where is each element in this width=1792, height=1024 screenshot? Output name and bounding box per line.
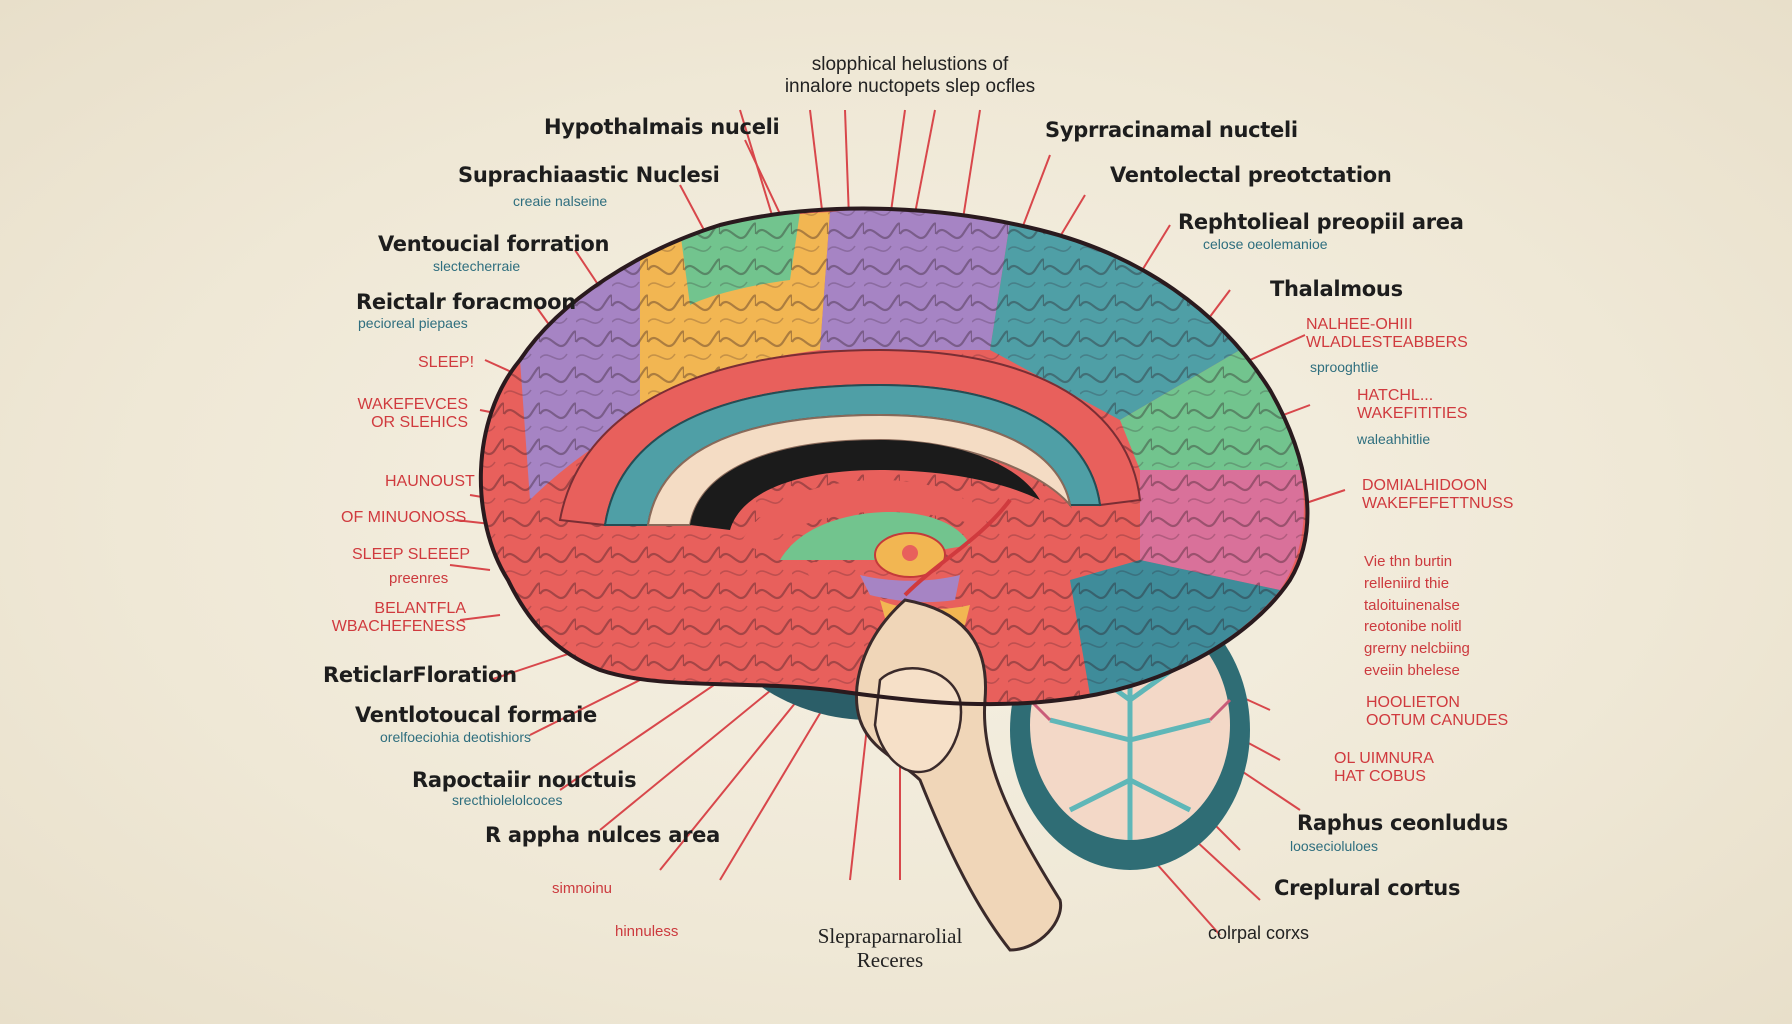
label-thalamus: Thalalmous [1270,277,1403,301]
label-domialhidon: DOMIALHIDOON WAKEFEFETTNUSS [1362,477,1513,514]
label-creplural: Creplural cortus [1274,876,1461,900]
label-wakefulness-line1: WAKEFEVCES [357,396,468,413]
label-sleep-sleep-sub: preenres [389,570,449,587]
label-bottom-line1: Slepraparnarolial [817,924,963,948]
label-paragraph-line5: grerny nelcbiing [1364,640,1470,657]
label-olumnura-line1: OL UIMNURA [1334,750,1434,767]
label-ventolectal: Ventolectal preotctation [1110,163,1392,187]
label-hatchl-line1: HATCHL... [1357,387,1434,404]
label-wakefulness: WAKEFEVCES OR SLEHICS [318,396,468,433]
title-line-2: innalore nuctopets slep ocfles [784,75,1036,97]
diagram-title: slopphical helustions of innalore nuctop… [760,54,1060,98]
label-rapoctair-sub: srecthiolelolcoces [452,792,563,808]
label-belantfa-line2: WBACHEFENESS [331,618,466,636]
label-olumnura: OL UIMNURA HAT COBUS [1334,750,1434,787]
label-reticular-sub: pecioreal piepaes [358,315,468,331]
label-reptholieal-sub: celose oeolemanioe [1203,236,1328,252]
label-rapoctair: Rapoctaiir nouctuis [412,768,637,792]
label-wakefulness-line2: OR SLEHICS [371,414,468,432]
label-nalhee-line2: WLADLESTEABBERS [1306,334,1468,352]
label-suprachiasmatic: Suprachiaastic Nuclesi [458,163,720,187]
label-paragraph-line1: Vie thn burtin [1364,553,1453,570]
label-domialhidon-line1: DOMIALHIDOON [1362,477,1488,494]
label-nalhee-sub: sprooghtlie [1310,359,1379,375]
label-raphus: Raphus ceonludus [1297,811,1508,835]
label-sleep-sleep: SLEEP SLEEEP [352,546,470,563]
label-olumnura-line2: HAT COBUS [1334,768,1426,786]
label-haunoust: HAUNOUST [385,473,475,490]
cerebrum [480,208,1308,705]
label-hoolieton: HOOLIETON OOTUM CANUDES [1366,694,1508,731]
label-hatchl-sub: waleahhitlie [1357,431,1431,447]
label-nalhee: NALHEE-OHIII WLADLESTEABBERS [1306,316,1468,353]
label-simnoinu: simnoinu [552,880,613,897]
label-reptholieal: Rephtolieal preopiil area [1178,210,1464,234]
brain-outline [478,206,1310,707]
label-paragraph: Vie thn burtin relleniird thie taloituin… [1364,551,1470,682]
label-ventrotouval: Ventlotoucal formaie [355,703,597,727]
label-colrpal: colrpal corxs [1208,923,1310,943]
label-belantfa: BELANTFLA WBACHEFENESS [318,600,466,637]
label-ventrotouval-sub: orelfoeciohia deotishiors [380,729,531,745]
label-hypothalamus: Hypothalmais nuceli [544,115,780,139]
label-hoolieton-line1: HOOLIETON [1366,694,1460,711]
label-suprachiasmatic-sub: creaie nalseine [513,193,608,209]
label-paragraph-line3: taloituinenalse [1364,596,1460,614]
label-belantfa-line1: BELANTFLA [374,600,466,617]
label-domialhidon-line2: WAKEFEFETTNUSS [1362,495,1514,513]
title-line-1: slopphical helustions of [811,54,1009,75]
pons [873,667,963,774]
label-bottom: Slepraparnarolial Receres [760,924,1020,972]
label-hinnuless: hinnuless [615,923,679,940]
label-hatchl-line2: WAKEFITITIES [1357,405,1468,423]
label-paragraph-line6: eveiin bhelese [1364,661,1460,679]
fornix-red-vessel [903,498,1012,597]
label-reticular-floration: ReticlarFloration [323,663,517,687]
label-paragraph-line4: reotonibe nolitl [1364,618,1462,636]
label-bottom-line2: Receres [856,948,924,973]
label-supracinamal: Syprracinamal nucteli [1045,118,1298,142]
label-ventrolateral: Ventoucial forration [378,232,610,256]
label-hatchl: HATCHL... WAKEFITITIES [1357,387,1468,424]
label-minuoness: OF MINUONOSS [341,509,467,526]
label-paragraph-line2: relleniird thie [1364,574,1450,592]
label-hoolieton-line2: OOTUM CANUDES [1366,712,1509,730]
label-sleep: SLEEP! [418,354,475,371]
label-rappha: R appha nulces area [485,823,720,847]
label-nalhee-line1: NALHEE-OHIII [1306,316,1413,333]
label-raphus-sub: loosecioluloes [1290,838,1378,854]
label-ventrolateral-sub: slectecherraie [433,258,521,274]
label-reticular: Reictalr foracmoon [356,290,576,314]
